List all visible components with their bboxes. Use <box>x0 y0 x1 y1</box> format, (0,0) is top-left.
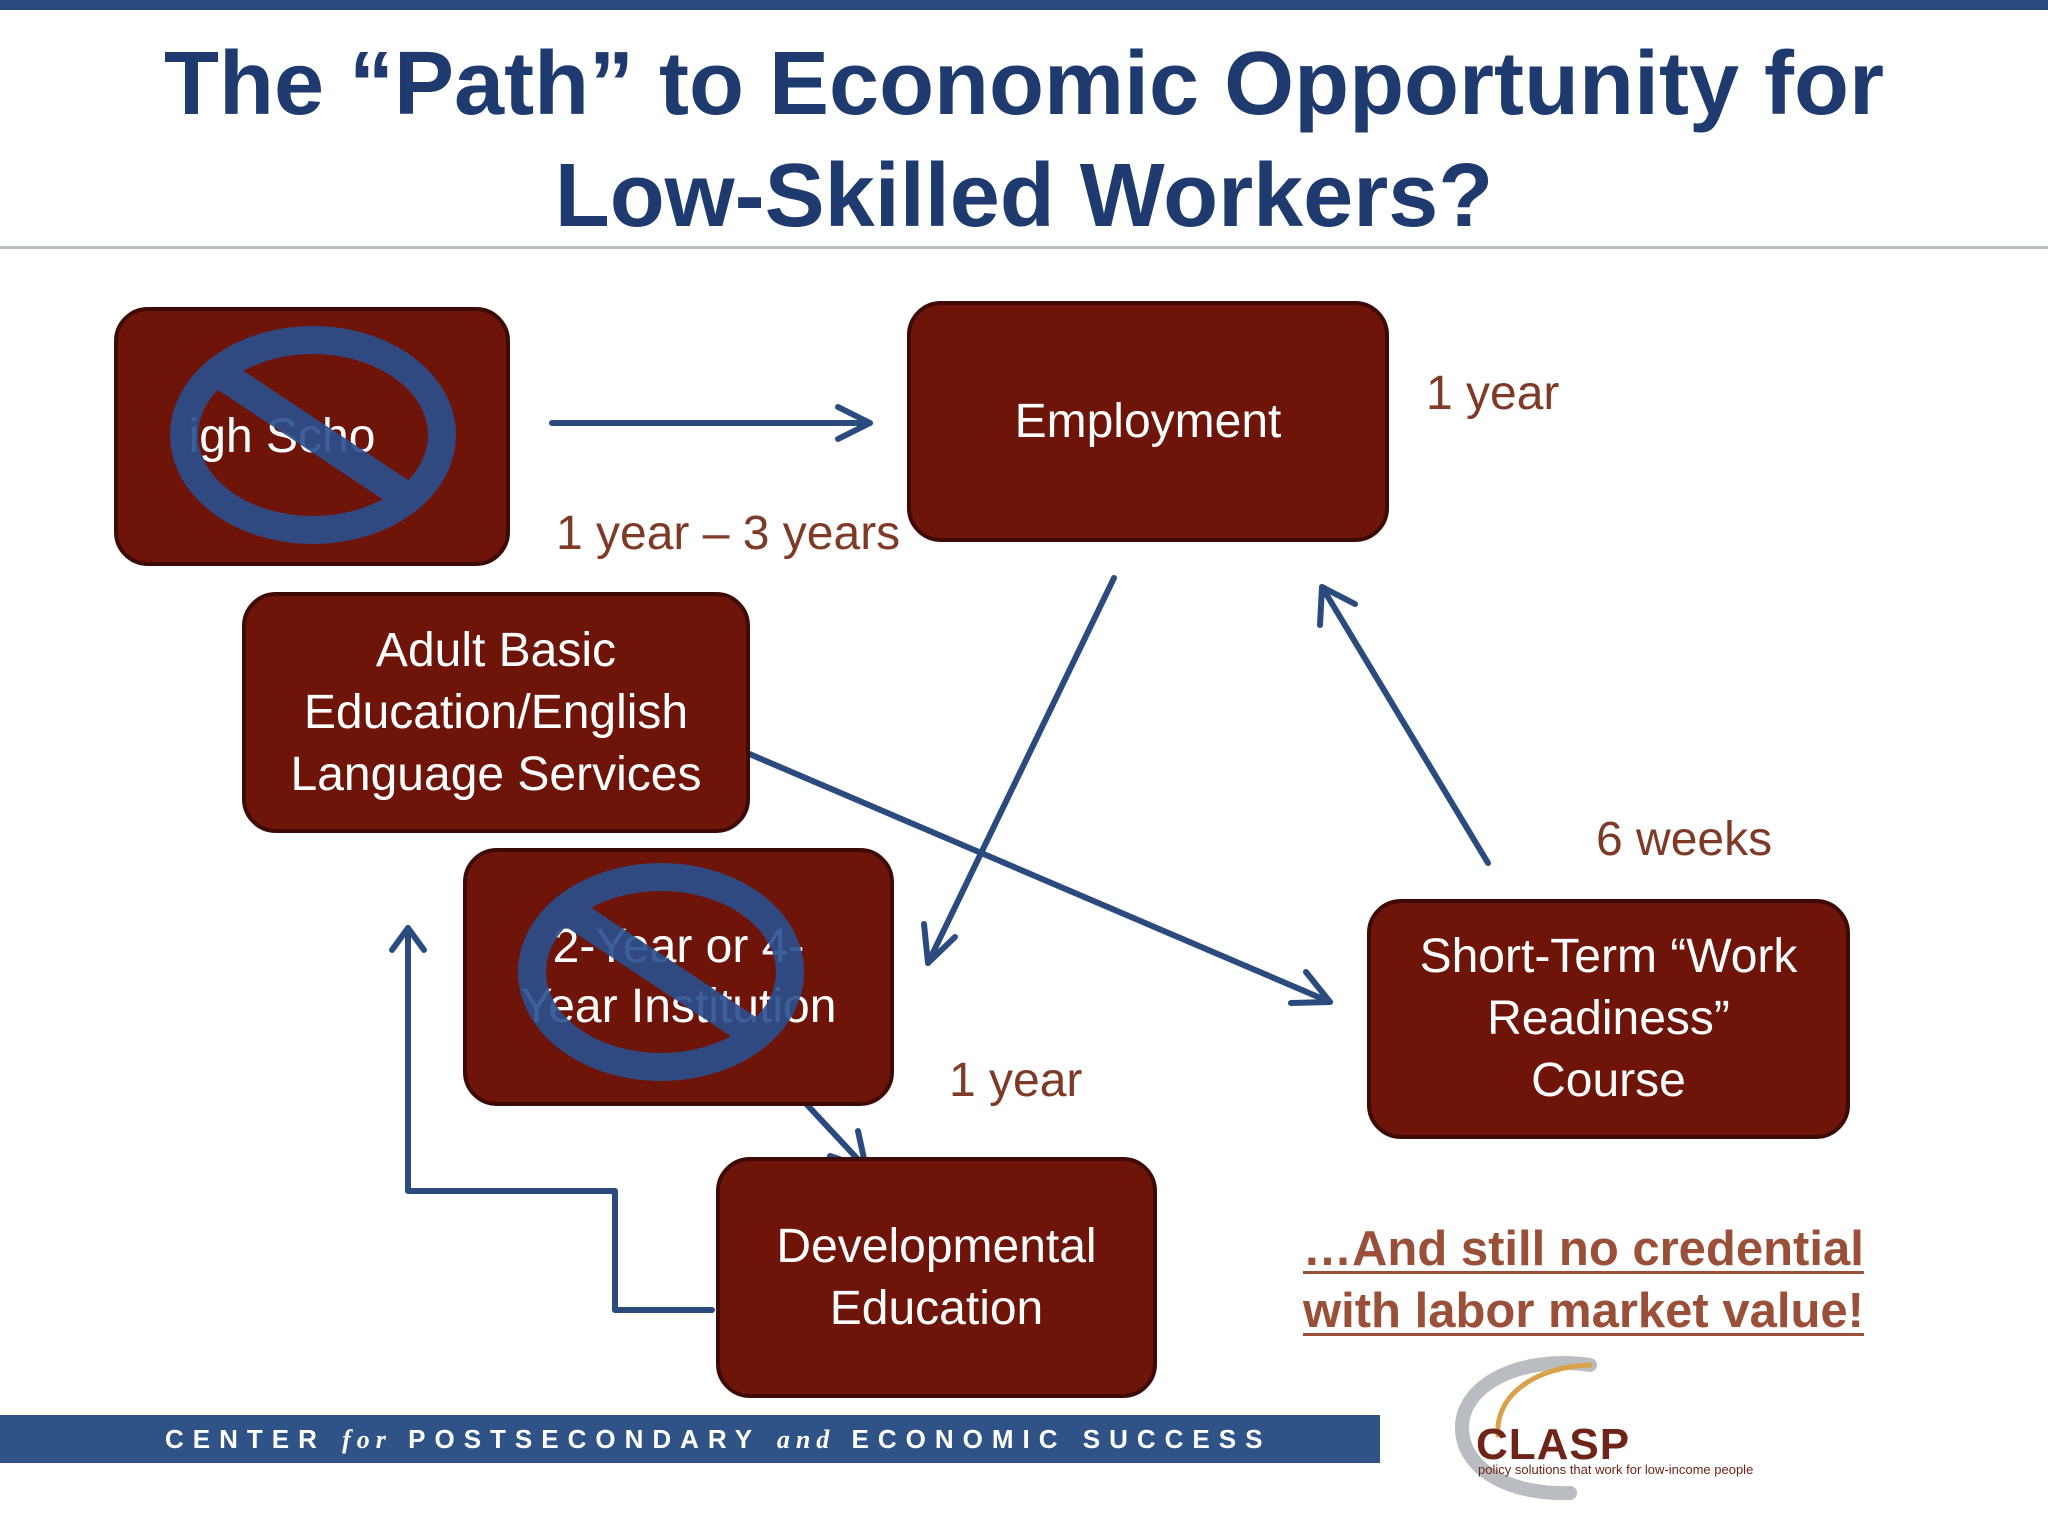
title-line-1: The “Path” to Economic Opportunity for <box>164 34 1884 134</box>
footer-for: for <box>342 1425 392 1454</box>
duration-employment: 1 year <box>1426 367 1560 420</box>
credential-note: …And still no credential with labor mark… <box>1303 1218 1864 1342</box>
arrowhead-employment-to-institution <box>921 921 958 966</box>
duration-work-readiness: 6 weeks <box>1596 813 1773 866</box>
slide-title: The “Path” to Economic Opportunity for L… <box>0 28 2048 252</box>
arrow-deved-to-abe <box>405 925 715 1313</box>
box-employment-label: Employment <box>1014 394 1282 448</box>
arrowhead-deved-to-abe <box>389 925 427 953</box>
box-adult-basic-education: Adult Basic Education/English Language S… <box>242 592 750 833</box>
clasp-swoosh-icon <box>1455 1356 1597 1501</box>
box-abe-label: Adult Basic Education/English Language S… <box>290 623 702 801</box>
footer-and: and <box>776 1425 836 1454</box>
title-rule <box>0 246 2048 249</box>
note-line-2: with labor market value! <box>1303 1284 1864 1338</box>
box-dev-ed-label: Developmental Education <box>776 1219 1097 1335</box>
footer-bar: CENTER for POSTSECONDARY and ECONOMIC SU… <box>0 1415 1380 1463</box>
footer-text-3: ECONOMIC SUCCESS <box>835 1424 1272 1454</box>
box-employment: Employment <box>907 301 1389 542</box>
note-line-1: …And still no credential <box>1303 1222 1864 1276</box>
box-high-school-label: igh Scho <box>188 409 376 463</box>
clasp-logo-tagline: policy solutions that work for low-incom… <box>1478 1462 1754 1477</box>
arrow-employment-to-institution <box>925 575 1117 966</box>
arrow-abe-to-workready <box>702 732 1333 1005</box>
arrow-workready-to-employment <box>1319 584 1491 866</box>
clasp-logo-name: CLASP <box>1476 1420 1631 1469</box>
box-institution: 2-Year or 4- Year Institution <box>463 848 894 1106</box>
footer-text-2: POSTSECONDARY <box>391 1424 777 1454</box>
box-work-readiness-label: Short-Term “Work Readiness” Course <box>1419 930 1798 1107</box>
box-work-readiness-course: Short-Term “Work Readiness” Course <box>1367 899 1850 1139</box>
duration-high-school: 1 year – 3 years <box>556 507 901 560</box>
box-high-school: igh Scho <box>114 307 510 566</box>
duration-institution: 1 year <box>949 1054 1083 1107</box>
title-line-2: Low-Skilled Workers? <box>554 146 1494 246</box>
top-rule <box>0 0 2048 10</box>
arrowhead-abe-to-workready <box>1288 969 1333 1006</box>
box-institution-label: 2-Year or 4- Year Institution <box>520 920 837 1033</box>
arrowhead-hs-to-employment <box>835 404 873 442</box>
box-developmental-education: Developmental Education <box>716 1157 1157 1398</box>
footer-text-1: CENTER <box>165 1424 343 1454</box>
arrowhead-workready-to-employment <box>1317 584 1358 628</box>
